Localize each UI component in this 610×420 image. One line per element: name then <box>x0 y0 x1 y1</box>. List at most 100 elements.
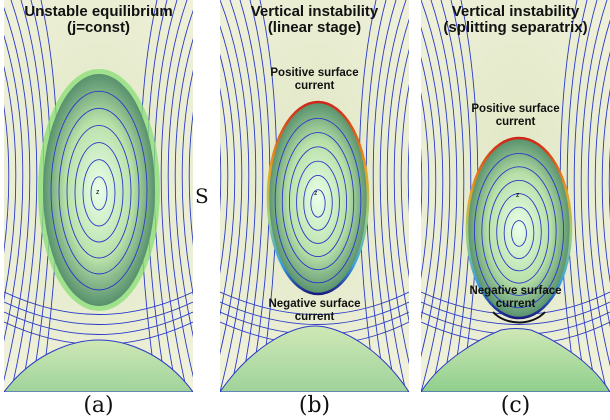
field-line <box>587 19 610 367</box>
field-line <box>379 0 407 392</box>
flux-surface <box>303 174 333 231</box>
panel-c-title-line2: (splitting separatrix) <box>443 19 588 36</box>
field-line <box>10 0 38 392</box>
panel-c-negative-line1: Negative surface <box>469 285 562 297</box>
field-line <box>4 105 10 253</box>
panel-c-negative-label: Negative surface current <box>421 285 610 311</box>
panel-a-title-line2: (j=const) <box>67 19 130 36</box>
panel-b-title-line2: (linear stage) <box>267 19 362 36</box>
field-line <box>430 0 458 392</box>
panel-c: Vertical instability (splitting separatr… <box>421 0 610 392</box>
flux-surface <box>488 179 550 284</box>
panel-c-title-line1: Vertical instability <box>451 3 580 20</box>
field-line <box>393 49 409 323</box>
panel-c-x-point <box>492 311 546 324</box>
panel-b-plot <box>220 0 409 392</box>
panel-a-lower-mound <box>4 339 193 392</box>
panel-c-caption: (c) <box>500 393 531 418</box>
panel-c-surface-current <box>465 136 573 320</box>
flux-surface <box>310 189 326 218</box>
panel-b-negative-line1: Negative surface <box>268 298 361 310</box>
flux-surface <box>281 132 355 271</box>
panel-b-plasma <box>268 102 368 294</box>
field-line <box>220 0 250 392</box>
field-line <box>4 7 31 382</box>
field-line <box>4 311 193 335</box>
flux-surface <box>511 220 527 247</box>
flux-surface <box>90 176 108 211</box>
panel-a-title-line1: Unstable equilibrium <box>24 3 173 20</box>
field-line <box>573 0 598 392</box>
panel-b-positive-line1: Positive surface <box>270 67 359 79</box>
panel-c-lower-mound <box>421 328 610 392</box>
panel-c-negative-line2: current <box>495 298 536 310</box>
panel-c-plasma <box>467 138 571 318</box>
panel-a-plasma-glow <box>38 69 160 311</box>
panel-b-field-lines <box>220 0 409 392</box>
separator-label: S <box>195 184 209 208</box>
panel-a-title: Unstable equilibrium (j=const) <box>4 4 193 36</box>
field-line <box>421 56 437 321</box>
panel-a-z-label: z <box>96 189 100 196</box>
panel-c-positive-label: Positive surface current <box>421 103 610 129</box>
panel-b-negative-line2: current <box>294 311 335 323</box>
panel-c-z-label: z <box>516 192 520 199</box>
field-line <box>220 88 229 274</box>
field-line <box>608 147 610 219</box>
field-line <box>4 291 193 315</box>
flux-surface <box>74 142 124 243</box>
flux-surface <box>50 90 148 291</box>
panel-b-positive-line2: current <box>294 80 335 92</box>
flux-surface <box>503 206 535 260</box>
panel-b-positive-label: Positive surface current <box>220 67 409 93</box>
panel-b-flux-surfaces <box>274 117 362 284</box>
panel-b-negative-label: Negative surface current <box>220 298 409 324</box>
field-line <box>440 0 465 392</box>
panel-a: Unstable equilibrium (j=const) z <box>4 0 193 392</box>
field-line <box>174 38 193 338</box>
flux-surface <box>274 117 362 284</box>
panel-b-title: Vertical instability (linear stage) <box>220 4 409 36</box>
field-line <box>220 25 243 355</box>
field-line <box>4 34 24 342</box>
flux-surface <box>58 107 140 275</box>
panel-c-plot <box>421 0 610 392</box>
panel-b: Vertical instability (linear stage) Posi… <box>220 0 409 392</box>
field-line <box>386 18 409 365</box>
field-line <box>220 143 222 211</box>
panel-c-positive-line1: Positive surface <box>471 103 560 115</box>
field-line <box>181 70 193 296</box>
field-line <box>421 301 610 325</box>
field-line <box>239 0 264 392</box>
field-line <box>220 301 409 325</box>
field-line <box>4 301 193 325</box>
panel-b-surface-current <box>266 100 370 296</box>
field-line <box>580 0 608 392</box>
panel-a-flux-surfaces <box>50 90 148 291</box>
flux-surface <box>473 152 565 309</box>
field-line <box>601 88 610 284</box>
panel-b-title-line1: Vertical instability <box>250 3 379 20</box>
panel-b-z-label: z <box>314 190 318 197</box>
flux-surface <box>288 146 348 258</box>
panel-c-flux-surfaces <box>473 152 565 309</box>
field-line <box>566 0 588 392</box>
panel-a-plot <box>4 0 193 392</box>
flux-surface <box>296 160 340 244</box>
panel-b-caption: (b) <box>298 393 331 418</box>
flux-surface <box>82 159 116 227</box>
field-line <box>421 0 451 392</box>
field-line <box>4 65 17 301</box>
field-line <box>421 26 444 358</box>
field-line <box>421 92 430 280</box>
flux-surface <box>66 124 132 259</box>
panel-c-title: Vertical instability (splitting separatr… <box>421 4 610 36</box>
field-line <box>160 0 188 392</box>
field-line <box>594 51 610 327</box>
flux-surface <box>496 193 542 272</box>
field-line <box>400 84 409 278</box>
panel-c-positive-line2: current <box>495 116 536 128</box>
field-line <box>220 54 236 316</box>
panel-b-lower-mound <box>220 325 409 392</box>
